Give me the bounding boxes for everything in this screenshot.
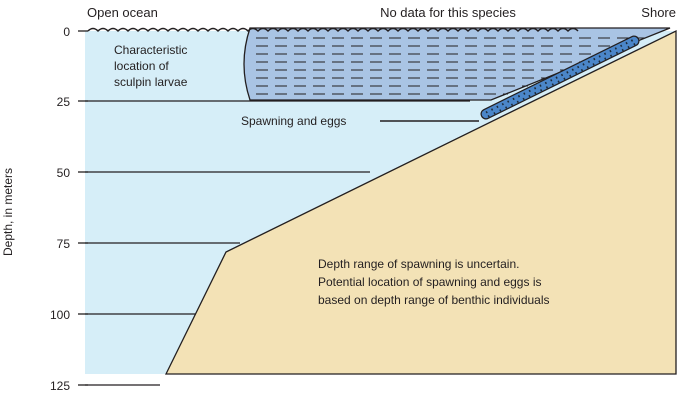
label-open-ocean: Open ocean <box>87 5 158 20</box>
tick-label-75: 75 <box>57 237 71 251</box>
y-axis-tick-labels: 0 25 50 75 100 125 <box>50 25 70 393</box>
tick-label-25: 25 <box>57 95 71 109</box>
note-line-2: Potential location of spawning and eggs … <box>318 275 541 289</box>
note-line-3: based on depth range of benthic individu… <box>318 293 550 307</box>
tick-label-0: 0 <box>63 25 70 39</box>
label-shore: Shore <box>641 5 676 20</box>
larvae-label-line-3: sculpin larvae <box>114 75 188 89</box>
label-no-data: No data for this species <box>380 5 516 20</box>
spawning-label: Spawning and eggs <box>241 114 346 128</box>
tick-label-125: 125 <box>50 379 70 393</box>
note-line-1: Depth range of spawning is uncertain. <box>318 257 519 271</box>
tick-label-50: 50 <box>57 166 71 180</box>
larvae-label-line-2: location of <box>114 59 169 73</box>
tick-label-100: 100 <box>50 308 70 322</box>
larvae-label-line-1: Characteristic <box>114 43 187 57</box>
uncertainty-note: Depth range of spawning is uncertain. Po… <box>318 257 550 307</box>
y-axis-label: Depth, in meters <box>1 168 15 256</box>
